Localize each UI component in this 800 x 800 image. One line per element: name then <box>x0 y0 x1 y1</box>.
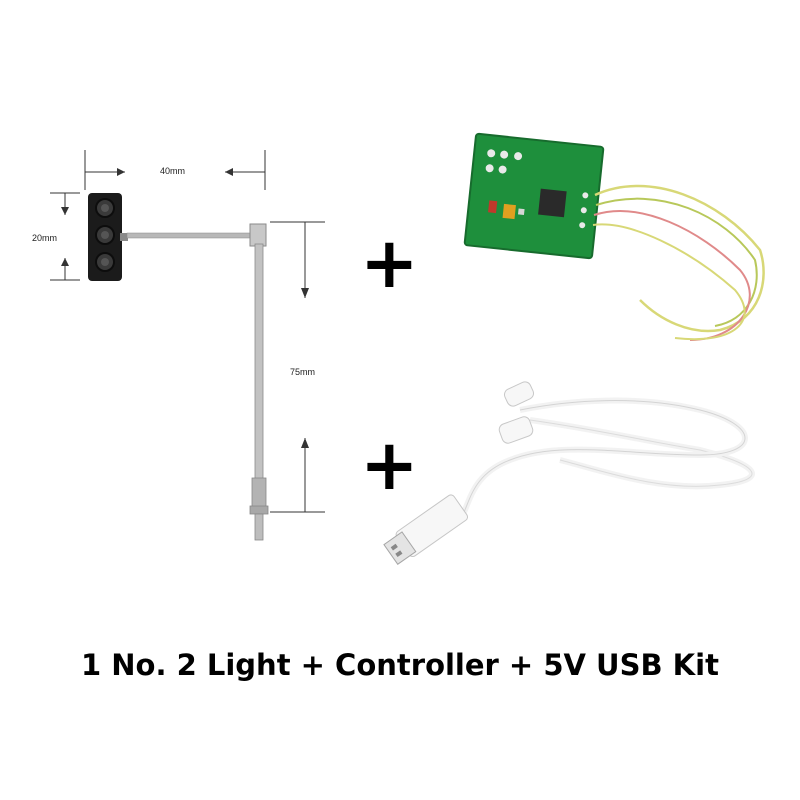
pole-dimension-label: 75mm <box>290 367 316 377</box>
plus-sign-bottom: + <box>360 424 419 506</box>
width-dimension-label: 40mm <box>160 166 186 176</box>
height-dimension-label: 20mm <box>32 233 58 243</box>
plus-sign-top: + <box>360 222 419 304</box>
product-caption: 1 No. 2 Light + Controller + 5V USB Kit <box>81 648 719 682</box>
